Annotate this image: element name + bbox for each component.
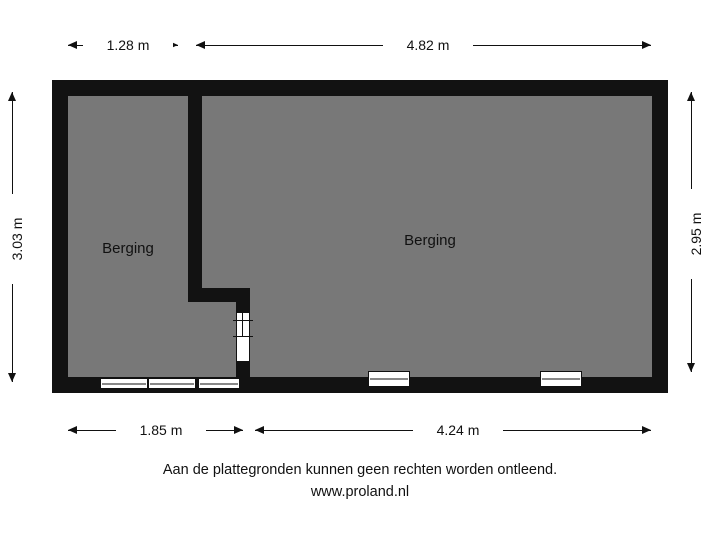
website-text: www.proland.nl: [310, 484, 410, 500]
wall-partition-horizontal: [188, 288, 250, 302]
arrow-right-bottom-right: [642, 426, 651, 434]
arrow-down-right: [687, 363, 695, 372]
arrow-left-bottom-right: [255, 426, 264, 434]
arrow-left-top-left: [68, 41, 77, 49]
room-right-floor: [202, 96, 652, 377]
arrow-up-left: [8, 92, 16, 101]
window-bottom-left-b: [148, 378, 196, 389]
door-opening: [237, 313, 249, 361]
arrow-left-bottom-left: [68, 426, 77, 434]
door-tick-bottom: [233, 336, 253, 337]
arrow-right-top-left: [169, 41, 178, 49]
door-tick-top: [233, 320, 253, 321]
dimension-label-top-left: 1.28 m: [83, 37, 173, 53]
arrow-right-bottom-left: [234, 426, 243, 434]
arrow-left-top-right: [196, 41, 205, 49]
arrow-up-right: [687, 92, 695, 101]
window-bottom-right-b: [540, 371, 582, 387]
room-label-right: Berging: [404, 232, 456, 249]
dimension-label-bottom-right: 4.24 m: [413, 422, 503, 438]
room-label-left: Berging: [102, 240, 154, 257]
dimension-label-top-right: 4.82 m: [383, 37, 473, 53]
door-tick-vertical: [242, 313, 243, 337]
arrow-down-left: [8, 373, 16, 382]
wall-partition-vertical: [188, 96, 202, 302]
window-bottom-right-a: [368, 371, 410, 387]
disclaimer-text: Aan de plattegronden kunnen geen rechten…: [162, 462, 558, 478]
arrow-right-top-right: [642, 41, 651, 49]
room-left-floor: [68, 96, 188, 377]
dimension-label-left: 3.03 m: [7, 194, 27, 284]
window-bottom-left-a: [100, 378, 148, 389]
dimension-label-right: 2.95 m: [686, 189, 706, 279]
dimension-label-bottom-left: 1.85 m: [116, 422, 206, 438]
room-connector-floor: [188, 302, 202, 377]
window-bottom-left-c: [198, 378, 240, 389]
